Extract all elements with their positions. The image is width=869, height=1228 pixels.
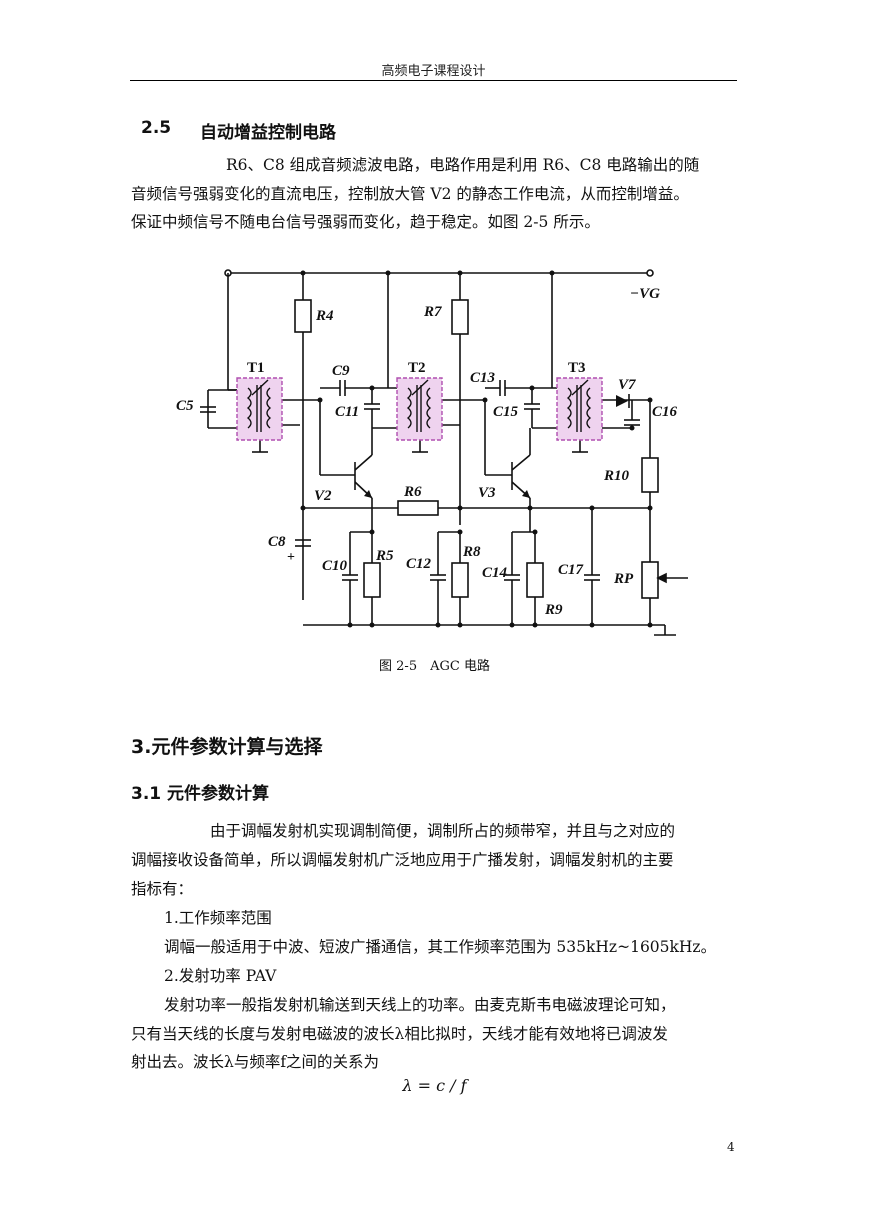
label-c8: C8 [268,534,286,550]
page-header: 高频电子课程设计 [381,64,486,79]
label-r5: R5 [375,548,394,564]
para-line: 指标有： [131,880,194,898]
label-t1: T1 [247,360,265,376]
list-item-text: 调幅一般适用于中波、短波广播通信，其工作频率范围为 535kHz~1605kHz… [164,938,717,956]
page-number: 4 [727,1140,735,1154]
list-item-title: 2.发射功率 PAV [164,967,277,985]
label-r4: R4 [315,308,334,324]
section-3-title: 3.元件参数计算与选择 [131,736,323,758]
para-line: 调幅接收设备简单，所以调幅发射机广泛地应用于广播发射，调幅发射机的主要 [131,851,674,869]
figure-caption: 图 2-5 AGC 电路 [379,659,490,674]
para-line: 保证中频信号不随电台信号强弱而变化，趋于稳定。如图 2-5 所示。 [131,213,600,231]
label-vg: −VG [630,286,660,302]
label-rp: RP [613,571,634,587]
label-c14: C14 [482,565,508,581]
label-c15: C15 [493,404,519,420]
label-c11: C11 [335,404,359,420]
para-line: 发射功率一般指发射机输送到天线上的功率。由麦克斯韦电磁波理论可知， [164,996,676,1014]
formula: λ = c / f [402,1076,467,1095]
label-c10: C10 [322,558,348,574]
label-r10: R10 [603,468,630,484]
header-rule [130,80,737,81]
section-2-5-number: 2.5 [141,118,172,138]
label-t2: T2 [408,360,426,376]
label-v3: V3 [478,485,496,501]
label-r7: R7 [423,304,442,320]
label-c9: C9 [332,363,350,379]
label-c16: C16 [652,404,678,420]
label-c5: C5 [176,398,194,414]
label-r9: R9 [544,602,563,618]
label-r6: R6 [403,484,422,500]
label-v2: V2 [314,488,332,504]
label-v7: V7 [618,377,636,393]
para-line: 只有当天线的长度与发射电磁波的波长λ相比拟时，天线才能有效地将已调波发 [131,1025,668,1043]
section-2-5-title: 自动增益控制电路 [200,123,336,143]
para-line: R6、C8 组成音频滤波电路，电路作用是利用 R6、C8 电路输出的随 [226,156,700,174]
label-c13: C13 [470,370,496,386]
svg-text:+: + [287,550,295,565]
para-line: 射出去。波长λ与频率f之间的关系为 [131,1053,380,1071]
list-item-title: 1.工作频率范围 [164,909,272,927]
label-t3: T3 [568,360,586,376]
label-c12: C12 [406,556,432,572]
para-line: 由于调幅发射机实现调制简便，调制所占的频带窄，并且与之对应的 [210,822,676,840]
agc-circuit-diagram: −VG T1 T2 T3 R4 R7 R6 R10 R5 R8 R9 RP C5… [176,269,688,636]
label-c17: C17 [558,562,584,578]
para-line: 音频信号强弱变化的直流电压，控制放大管 V2 的静态工作电流，从而控制增益。 [131,185,689,203]
label-r8: R8 [462,544,481,560]
section-3-1-title: 3.1 元件参数计算 [131,784,270,804]
